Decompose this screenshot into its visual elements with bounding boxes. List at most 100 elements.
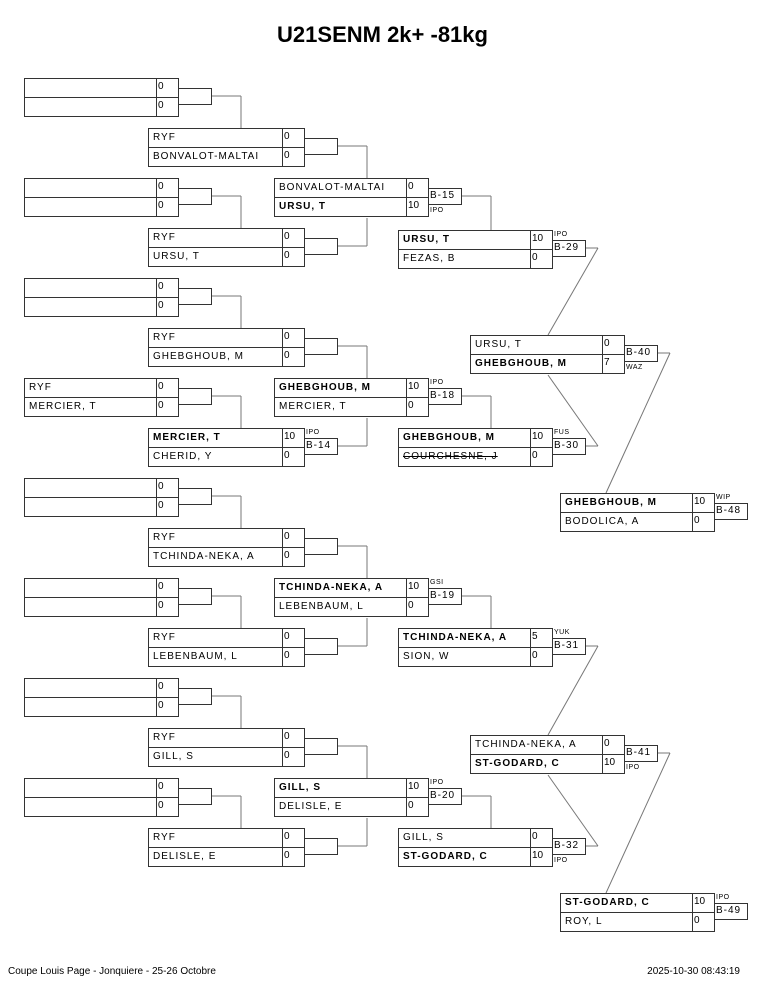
connector-tab (304, 338, 338, 355)
competitor-score: 0 (602, 335, 625, 355)
competitor-row[interactable]: 0 (24, 697, 179, 717)
competitor-name (25, 498, 157, 516)
competitor-name: URSU, T (279, 201, 326, 212)
bout-number[interactable]: B-18 (428, 388, 462, 405)
competitor-score: 0 (156, 397, 179, 417)
connector-diagonal (547, 247, 599, 336)
competitor-row[interactable]: 0 (24, 478, 179, 498)
bout-number[interactable]: B-14 (304, 438, 338, 455)
competitor-row[interactable]: 0 (24, 497, 179, 517)
competitor-row[interactable]: 0 (24, 97, 179, 117)
bout-number[interactable]: B-40 (624, 345, 658, 362)
competitor-score: 0 (156, 697, 179, 717)
competitor-name: SION, W (403, 651, 450, 662)
competitor-score: 0 (156, 678, 179, 698)
bout-number[interactable]: B-32 (552, 838, 586, 855)
competitor-row[interactable]: 0 (24, 578, 179, 598)
competitor-score: 0 (406, 797, 429, 817)
bout-number[interactable]: B-29 (552, 240, 586, 257)
competitor-name: LEBENBAUM, L (279, 601, 364, 612)
competitor-score: 0 (282, 228, 305, 248)
competitor-row[interactable]: 0 (24, 297, 179, 317)
competitor-row[interactable]: 0 (24, 78, 179, 98)
competitor-row[interactable]: 0 (24, 278, 179, 298)
bout-number[interactable]: B-41 (624, 745, 658, 762)
competitor-score: 0 (692, 512, 715, 532)
competitor-name: ST-GODARD, C (475, 758, 560, 769)
competitor-row[interactable]: 0 (24, 678, 179, 698)
competitor-row[interactable]: 0 (24, 597, 179, 617)
competitor-name: RYF (153, 132, 176, 143)
competitor-row[interactable]: 0 (24, 778, 179, 798)
competitor-row[interactable]: 0 (24, 197, 179, 217)
connector-tab (304, 838, 338, 855)
competitor-score: 10 (530, 847, 553, 867)
win-type-label: IPO (554, 231, 568, 238)
bout-number[interactable]: B-19 (428, 588, 462, 605)
print-timestamp: 2025-10-30 08:43:19 (647, 966, 740, 977)
bout-number[interactable]: B-48 (714, 503, 748, 520)
bout-number[interactable]: B-15 (428, 188, 462, 205)
competitor-row[interactable]: 0 (24, 178, 179, 198)
win-type-label: GSI (430, 579, 444, 586)
competitor-name: ROY, L (565, 916, 603, 927)
bout-number[interactable]: B-20 (428, 788, 462, 805)
event-footer: Coupe Louis Page - Jonquiere - 25-26 Oct… (8, 966, 216, 977)
bout-number[interactable]: B-49 (714, 903, 748, 920)
competitor-name (25, 679, 157, 697)
competitor-score: 0 (156, 578, 179, 598)
bout-number[interactable]: B-31 (552, 638, 586, 655)
competitor-name: GILL, S (153, 751, 194, 762)
bout-number[interactable]: B-30 (552, 438, 586, 455)
competitor-row[interactable]: 0 (24, 797, 179, 817)
competitor-name: MERCIER, T (279, 401, 347, 412)
